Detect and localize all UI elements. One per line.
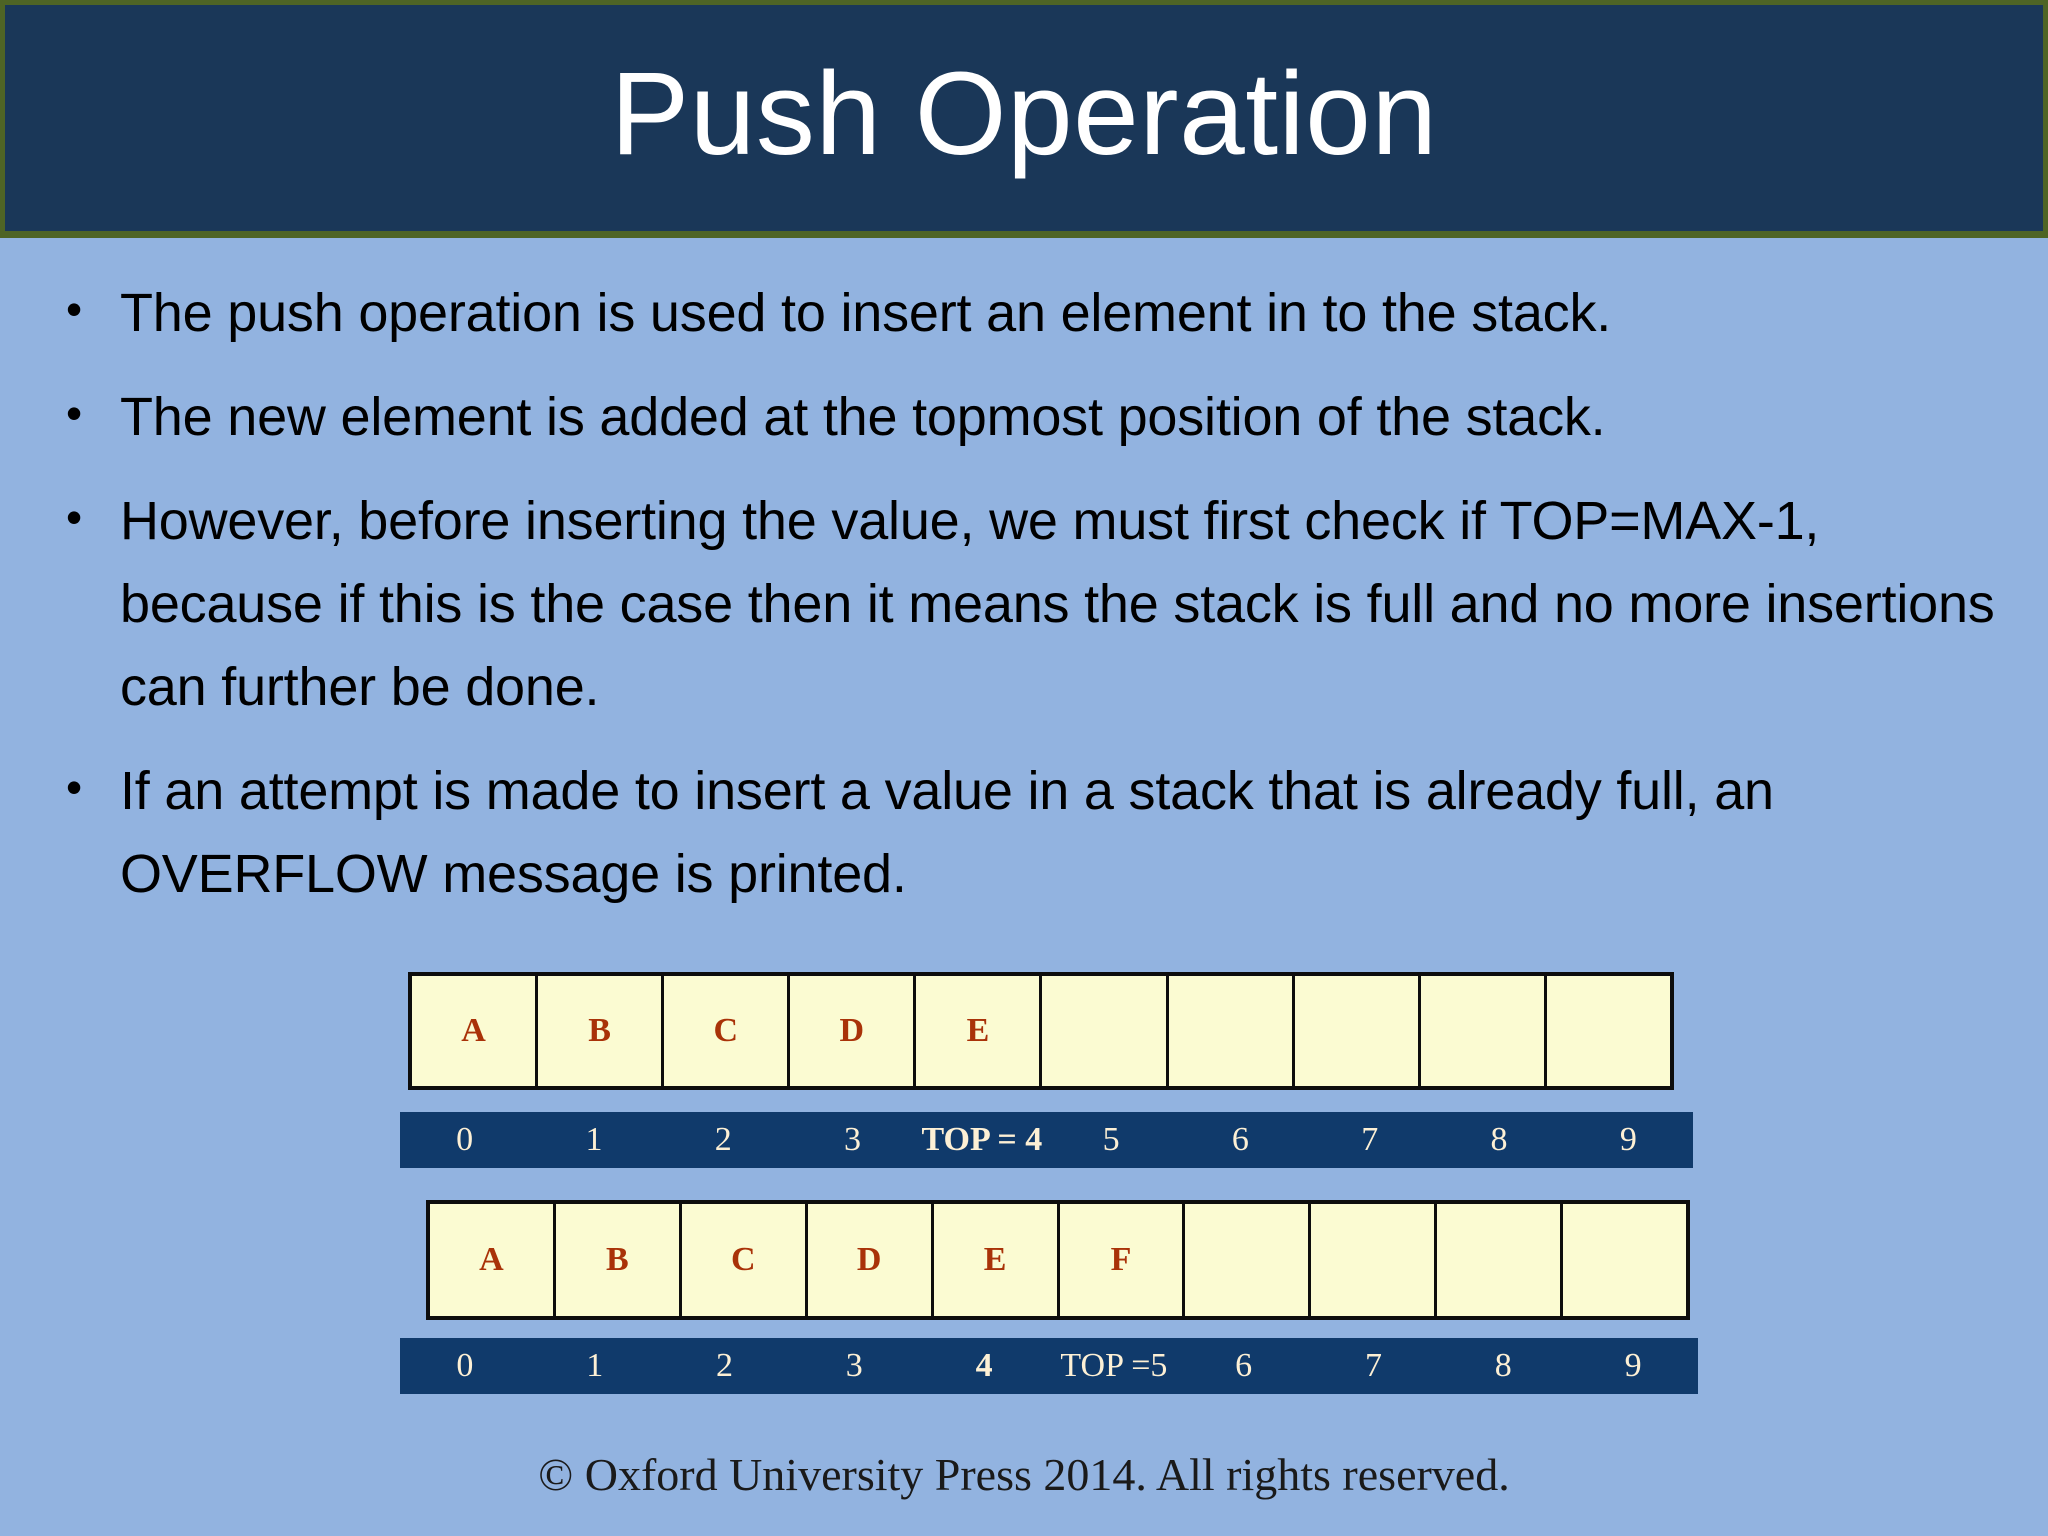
stack-cell — [1295, 976, 1421, 1086]
list-item: • The new element is added at the topmos… — [58, 376, 2018, 459]
bullet-marker-icon: • — [66, 283, 83, 335]
stack-index-label: 5 — [1102, 1121, 1120, 1158]
stack-index-label: 7 — [1364, 1347, 1382, 1384]
list-item: • The push operation is used to insert a… — [58, 272, 2018, 355]
bullet-text: The new element is added at the topmost … — [120, 387, 1606, 447]
stack-index-bar-after-push: 0 1 2 3 4 TOP =5 6 7 8 9 — [400, 1338, 1698, 1394]
stack-index-label: 1 — [585, 1121, 603, 1158]
bullet-text: If an attempt is made to insert a value … — [120, 761, 1774, 904]
stack-cell — [1421, 976, 1547, 1086]
stack-cell: A — [412, 976, 539, 1086]
stack-index-label: 0 — [456, 1347, 474, 1384]
stack-cell: E — [934, 1204, 1060, 1316]
stack-index-label: 0 — [456, 1121, 474, 1158]
stack-index-label: 2 — [715, 1347, 733, 1384]
stack-index-label: 2 — [714, 1121, 732, 1158]
stack-index-label: 1 — [586, 1347, 604, 1384]
stack-index-label: 6 — [1231, 1121, 1249, 1158]
stack-cell: C — [682, 1204, 808, 1316]
stack-index-label: 7 — [1361, 1121, 1379, 1158]
stack-index-label: 9 — [1619, 1121, 1637, 1158]
stack-cell: F — [1060, 1204, 1186, 1316]
bullet-text: However, before inserting the value, we … — [120, 491, 1995, 717]
stack-cell: A — [430, 1204, 556, 1316]
bullet-marker-icon: • — [66, 491, 83, 543]
list-item: • However, before inserting the value, w… — [58, 480, 2018, 729]
stack-cell: B — [556, 1204, 682, 1316]
list-item: • If an attempt is made to insert a valu… — [58, 750, 2018, 916]
bullet-list: • The push operation is used to insert a… — [58, 272, 2018, 937]
stack-cell — [1185, 1204, 1312, 1316]
page-title: Push Operation — [610, 48, 1438, 180]
stack-cell — [1547, 976, 1670, 1086]
bullet-text: The push operation is used to insert an … — [120, 283, 1612, 343]
stack-cell — [1311, 1204, 1438, 1316]
stack-cell — [1563, 1204, 1686, 1316]
stack-cell: D — [790, 976, 917, 1086]
stack-cell — [1437, 1204, 1564, 1316]
stack-index-label: TOP = 4 — [921, 1121, 1043, 1158]
stack-index-bar-before-push: 0 1 2 3 TOP = 4 5 6 7 8 9 — [400, 1112, 1693, 1168]
stack-index-label: TOP =5 — [1060, 1347, 1168, 1384]
stack-index-label: 3 — [844, 1121, 862, 1158]
stack-cell — [1042, 976, 1169, 1086]
stack-index-label: 6 — [1235, 1347, 1253, 1384]
stack-cell — [1169, 976, 1295, 1086]
slide-title-bar: Push Operation — [0, 0, 2048, 238]
stack-cell: D — [808, 1204, 934, 1316]
stack-index-label: 8 — [1490, 1121, 1508, 1158]
stack-cell: E — [916, 976, 1043, 1086]
stack-cell: C — [664, 976, 791, 1086]
stack-index-label: 3 — [845, 1347, 863, 1384]
bullet-marker-icon: • — [66, 387, 83, 439]
stack-index-label: 8 — [1494, 1347, 1512, 1384]
bullet-marker-icon: • — [66, 761, 83, 813]
stack-index-label: 9 — [1624, 1347, 1642, 1384]
copyright-footer: © Oxford University Press 2014. All righ… — [538, 1449, 1510, 1500]
stack-cell: B — [538, 976, 665, 1086]
stack-index-label: 4 — [975, 1347, 993, 1384]
